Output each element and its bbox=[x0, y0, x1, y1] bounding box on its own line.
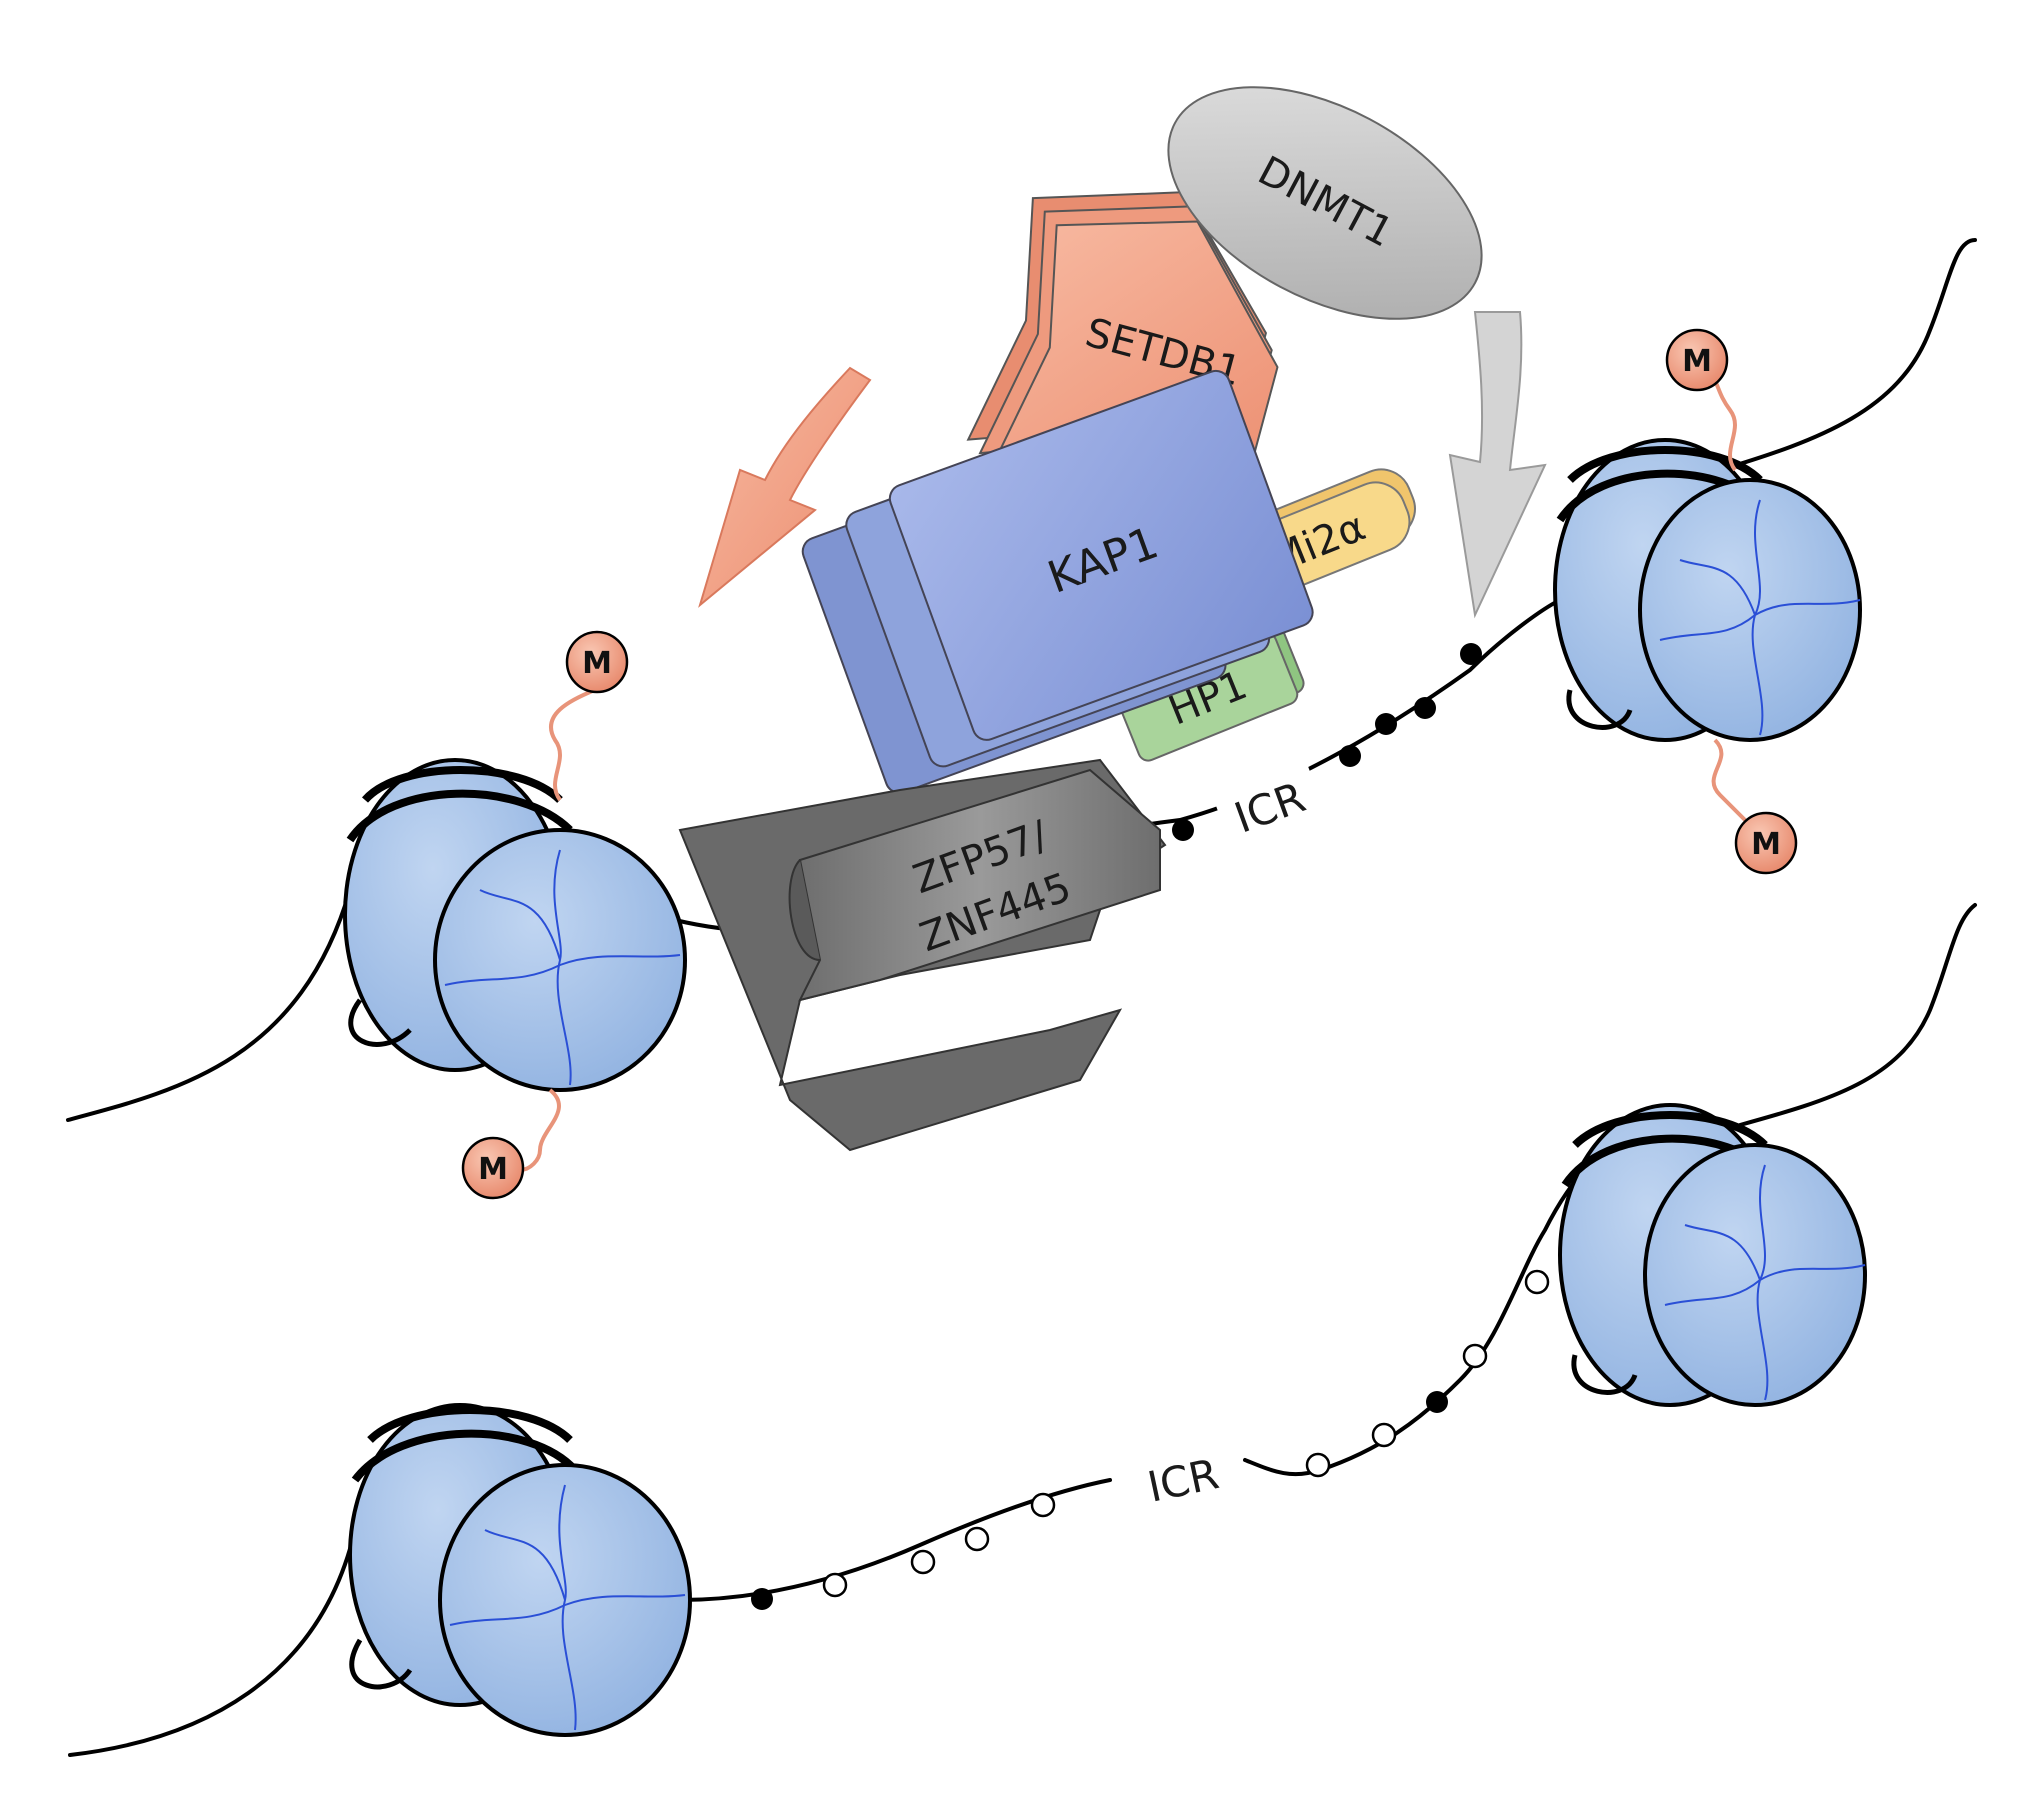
cpg-unmethylated bbox=[910, 1549, 936, 1575]
histone-tail bbox=[1711, 738, 1747, 822]
dna-strand-top-left bbox=[66, 888, 352, 1122]
cpg-unmethylated bbox=[822, 1572, 848, 1598]
cpg-methylated bbox=[1339, 745, 1361, 767]
icr-label-bottom: ICR bbox=[1143, 1449, 1223, 1512]
histone-tail bbox=[519, 1088, 561, 1172]
dna-strand-bottom-middle bbox=[678, 1168, 1587, 1602]
cpg-methylated bbox=[1426, 1391, 1448, 1413]
setdb1-arrow bbox=[698, 366, 872, 608]
methyl-mark: M bbox=[565, 630, 629, 694]
cpg-methylated bbox=[1414, 697, 1436, 719]
cpg-unmethylated bbox=[1030, 1492, 1056, 1518]
methyl-mark-label: M bbox=[478, 1152, 508, 1187]
nucleosome-bottom-left bbox=[348, 1403, 692, 1737]
cpg-unmethylated bbox=[1305, 1452, 1331, 1478]
zfp57-znf445-protein: ZFP57/ ZNF445 bbox=[678, 758, 1167, 1152]
nucleosome-top-left bbox=[343, 758, 687, 1092]
kap1-protein: KAP1 bbox=[801, 369, 1314, 794]
histone-tail bbox=[549, 688, 596, 802]
methyl-mark: M bbox=[1734, 811, 1798, 875]
dna-strand-bottom-right bbox=[1738, 903, 1977, 1127]
methyl-mark: M bbox=[461, 1136, 525, 1200]
cpg-unmethylated bbox=[1371, 1422, 1397, 1448]
dnmt1-arrow bbox=[1448, 311, 1547, 619]
dna-strand-top-right bbox=[1718, 238, 1977, 472]
cpg-methylated bbox=[751, 1588, 773, 1610]
nucleosome-bottom-right bbox=[1558, 1103, 1867, 1407]
protein-complex: SETDB1 DNMT1 Mi2α HP1 KAP1 bbox=[678, 86, 1547, 1152]
cpg-unmethylated bbox=[1462, 1343, 1488, 1369]
nucleosome-top-right bbox=[1553, 438, 1862, 742]
cpg-methylated bbox=[1375, 713, 1397, 735]
cpg-methylated bbox=[1460, 643, 1482, 665]
cpg-unmethylated bbox=[1524, 1269, 1550, 1295]
top-allele: M M M M ICR bbox=[66, 238, 1977, 1200]
methyl-mark-label: M bbox=[1751, 827, 1781, 862]
bottom-allele: ICR bbox=[68, 903, 1977, 1757]
methyl-mark: M bbox=[1665, 328, 1729, 392]
methyl-mark-label: M bbox=[1682, 344, 1712, 379]
cpg-unmethylated bbox=[964, 1526, 990, 1552]
dnmt1-protein: DNMT1 bbox=[1167, 86, 1483, 320]
methyl-mark-label: M bbox=[582, 646, 612, 681]
cpg-methylated bbox=[1172, 819, 1194, 841]
dna-strand-bottom-left bbox=[68, 1528, 357, 1757]
